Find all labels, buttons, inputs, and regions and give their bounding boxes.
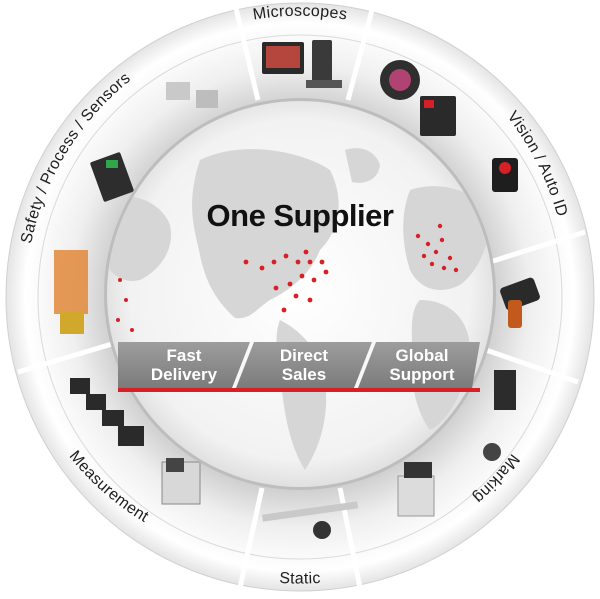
- banner-global-line1: Global: [396, 346, 449, 365]
- banner-direct-line1: Direct: [280, 346, 329, 365]
- segment-label-static[interactable]: Static: [279, 570, 321, 588]
- main-title: One Supplier: [207, 198, 394, 233]
- banner-fast-line1: Fast: [167, 346, 202, 365]
- banner-block-global-support: [358, 342, 480, 388]
- banner-accent-line: [118, 388, 480, 392]
- static-eliminator-image: [262, 501, 359, 539]
- product-images: [54, 40, 540, 539]
- segment-dividers: [17, 7, 586, 589]
- segment-label-microscopes[interactable]: Microscopes: [252, 3, 349, 24]
- measurement-image: [70, 378, 201, 505]
- laser-marker-image: [397, 370, 516, 517]
- barcode-reader-image: [492, 158, 518, 192]
- handheld-scanner-image: [500, 277, 540, 328]
- vision-camera-image: [380, 60, 456, 136]
- banner-block-direct-sales: [236, 342, 372, 388]
- banner-block-fast-delivery: [118, 342, 250, 388]
- safety-sensor-image: [54, 82, 218, 334]
- banner-global-line2: Support: [389, 365, 454, 384]
- location-dots: [116, 223, 459, 332]
- microscope-image: [262, 40, 342, 88]
- banner-direct-line2: Sales: [282, 365, 326, 384]
- banner: Fast Delivery Direct Sales Global Suppor…: [118, 342, 480, 392]
- banner-fast-line2: Delivery: [151, 365, 218, 384]
